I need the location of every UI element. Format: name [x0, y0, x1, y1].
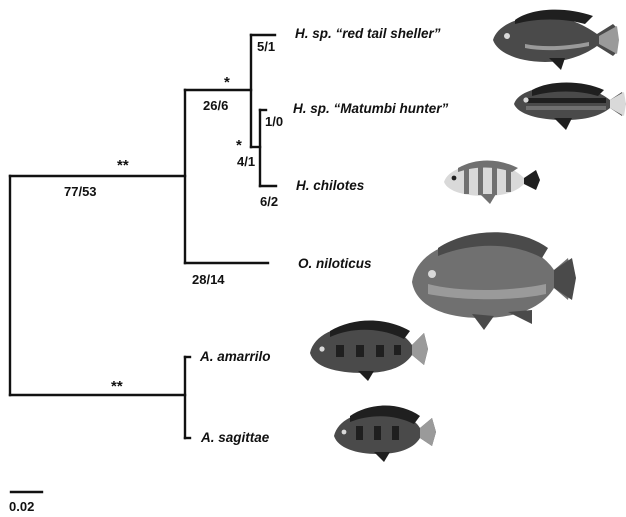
taxon-label-niloticus: O. niloticus [298, 256, 372, 271]
matumbi-chilotes-clade-support-value: 4/1 [237, 154, 255, 169]
haplochromine-clade-asterisk: * [224, 74, 230, 91]
taxon-label-red-tail-sheller: H. sp. “red tail sheller” [295, 26, 441, 41]
chilotes-support-value: 6/2 [260, 194, 278, 209]
root-lower-asterisk: ** [111, 378, 123, 395]
fish-red-tail-sheller-icon [493, 10, 619, 70]
taxon-label-sagittae: A. sagittae [200, 430, 270, 445]
scale-bar-label: 0.02 [9, 499, 34, 514]
fish-matumbi-hunter-icon [514, 83, 626, 131]
taxon-label-amarrilo: A. amarrilo [199, 349, 271, 364]
taxon-label-chilotes: H. chilotes [296, 178, 365, 193]
niloticus-support-value: 28/14 [192, 272, 225, 287]
matumbi-chilotes-clade-asterisk: * [236, 137, 242, 154]
matumbi-hunter-support-value: 1/0 [265, 114, 283, 129]
fish-amarrilo-icon [310, 321, 428, 382]
fish-niloticus-icon [412, 232, 576, 330]
fish-sagittae-icon [334, 406, 436, 463]
root-upper-asterisk: ** [117, 157, 129, 174]
root-upper-support-value: 77/53 [64, 184, 97, 199]
taxon-label-matumbi-hunter: H. sp. “Matumbi hunter” [293, 101, 449, 116]
red-tail-sheller-support-value: 5/1 [257, 39, 275, 54]
fish-chilotes-icon [444, 161, 540, 205]
haplochromine-clade-support-value: 26/6 [203, 98, 228, 113]
